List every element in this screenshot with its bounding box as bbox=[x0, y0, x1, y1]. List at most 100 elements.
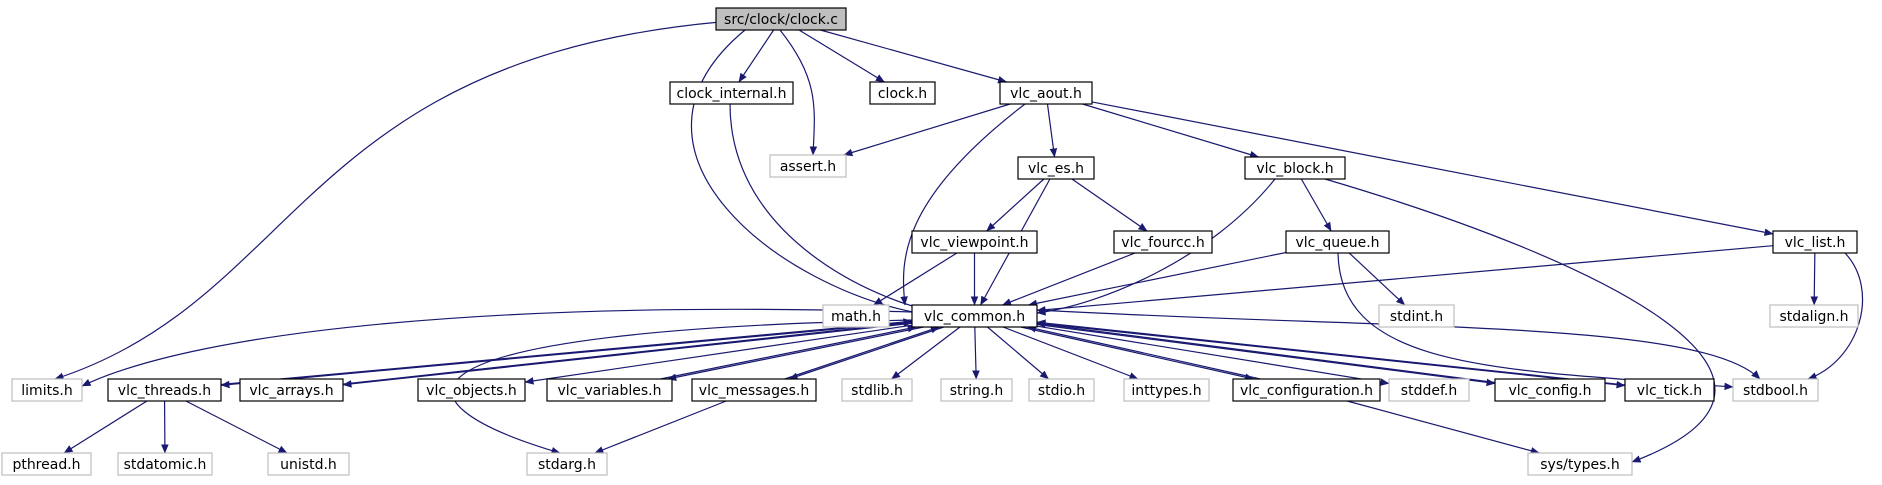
node-label-pthread-h: pthread.h bbox=[12, 457, 80, 473]
node-box-stddef-h bbox=[1388, 378, 1470, 402]
edge-clock-c-to-assert-h bbox=[779, 29, 818, 156]
node-stdarg-h: stdarg.h bbox=[526, 452, 608, 476]
node-vlc-common-h[interactable]: vlc_common.h bbox=[911, 304, 1038, 328]
edge-vlc-configuration-h-to-sys-types-h bbox=[1347, 400, 1540, 455]
node-label-stddef-h: stddef.h bbox=[1401, 383, 1457, 399]
edge-vlc-aout-h-to-vlc-common-h bbox=[900, 103, 1026, 306]
node-box-stdlib-h bbox=[841, 378, 913, 402]
node-assert-h: assert.h bbox=[769, 154, 847, 178]
node-box-vlc-common-h bbox=[911, 304, 1038, 328]
edge-vlc-common-h-to-vlc-threads-h bbox=[220, 321, 913, 389]
edge-vlc-aout-h-to-vlc-es-h bbox=[1046, 103, 1058, 158]
node-vlc-messages-h[interactable]: vlc_messages.h bbox=[691, 378, 817, 402]
edge-vlc-common-h-to-vlc-configuration-h bbox=[1020, 326, 1255, 381]
node-box-vlc-arrays-h bbox=[239, 378, 344, 402]
node-clock-internal-h[interactable]: clock_internal.h bbox=[669, 81, 794, 105]
edge-vlc-common-h-to-stddef-h bbox=[1036, 325, 1390, 386]
edge-vlc-common-h-to-stdbool-h bbox=[1036, 309, 1761, 380]
edge-vlc-common-h-to-limits-h bbox=[81, 308, 913, 387]
node-box-vlc-aout-h bbox=[999, 81, 1093, 105]
node-label-vlc-fourcc-h: vlc_fourcc.h bbox=[1121, 235, 1204, 251]
node-label-vlc-block-h: vlc_block.h bbox=[1256, 161, 1333, 177]
node-label-vlc-configuration-h: vlc_configuration.h bbox=[1240, 383, 1373, 399]
edge-vlc-block-h-to-vlc-queue-h bbox=[1300, 178, 1332, 232]
node-vlc-tick-h[interactable]: vlc_tick.h bbox=[1624, 378, 1715, 402]
node-box-vlc-objects-h bbox=[417, 378, 526, 402]
node-vlc-aout-h[interactable]: vlc_aout.h bbox=[999, 81, 1093, 105]
node-label-vlc-objects-h: vlc_objects.h bbox=[426, 383, 517, 399]
edge-vlc-threads-h-to-pthread-h bbox=[63, 400, 148, 454]
edge-vlc-aout-h-to-vlc-list-h bbox=[1091, 101, 1774, 236]
node-box-limits-h bbox=[11, 378, 83, 402]
node-vlc-block-h[interactable]: vlc_block.h bbox=[1244, 156, 1346, 180]
edge-vlc-arrays-h-to-vlc-common-h bbox=[342, 319, 913, 385]
node-vlc-viewpoint-h[interactable]: vlc_viewpoint.h bbox=[911, 230, 1038, 254]
node-label-vlc-queue-h: vlc_queue.h bbox=[1295, 235, 1379, 251]
node-label-clock-internal-h: clock_internal.h bbox=[677, 86, 787, 102]
node-box-vlc-list-h bbox=[1772, 230, 1858, 254]
node-box-vlc-threads-h bbox=[107, 378, 222, 402]
node-box-assert-h bbox=[769, 154, 847, 178]
edge-vlc-list-h-to-stdbool-h bbox=[1807, 252, 1864, 380]
edge-clock-c-to-vlc-aout-h bbox=[820, 29, 1008, 84]
node-box-vlc-config-h bbox=[1494, 378, 1606, 402]
node-vlc-threads-h[interactable]: vlc_threads.h bbox=[107, 378, 222, 402]
node-label-vlc-list-h: vlc_list.h bbox=[1785, 235, 1846, 251]
node-box-unistd-h bbox=[267, 452, 350, 476]
node-label-limits-h: limits.h bbox=[21, 383, 72, 399]
node-vlc-arrays-h[interactable]: vlc_arrays.h bbox=[239, 378, 344, 402]
edge-vlc-common-h-to-stdio-h bbox=[987, 326, 1049, 380]
node-stdatomic-h: stdatomic.h bbox=[117, 452, 213, 476]
edge-vlc-variables-h-to-vlc-common-h bbox=[660, 324, 917, 380]
node-limits-h: limits.h bbox=[11, 378, 83, 402]
node-label-stdalign-h: stdalign.h bbox=[1779, 309, 1848, 325]
edge-clock-c-to-clock-h bbox=[798, 29, 885, 83]
node-label-clock-h: clock.h bbox=[878, 86, 927, 102]
header-nodes: src/clock/clock.c clock_internal.h assert.… bbox=[1, 7, 1859, 476]
node-box-clock-c bbox=[715, 7, 847, 31]
node-label-vlc-messages-h: vlc_messages.h bbox=[699, 383, 809, 399]
node-box-stdint-h bbox=[1378, 304, 1455, 328]
edge-vlc-threads-h-to-unistd-h bbox=[185, 400, 288, 454]
node-vlc-objects-h[interactable]: vlc_objects.h bbox=[417, 378, 526, 402]
edge-vlc-viewpoint-h-to-math-h bbox=[873, 252, 958, 306]
node-string-h: string.h bbox=[940, 378, 1013, 402]
node-label-stdbool-h: stdbool.h bbox=[1743, 383, 1808, 399]
edge-vlc-common-h-to-string-h bbox=[972, 326, 980, 380]
node-box-clock-h bbox=[869, 81, 936, 105]
node-stdlib-h: stdlib.h bbox=[841, 378, 913, 402]
node-vlc-es-h[interactable]: vlc_es.h bbox=[1017, 156, 1095, 180]
node-box-string-h bbox=[940, 378, 1013, 402]
edge-vlc-aout-h-to-assert-h bbox=[843, 103, 1011, 157]
node-label-vlc-common-h: vlc_common.h bbox=[924, 309, 1025, 325]
edge-vlc-aout-h-to-vlc-block-h bbox=[1082, 103, 1259, 159]
node-vlc-variables-h[interactable]: vlc_variables.h bbox=[546, 378, 673, 402]
edge-vlc-common-h-to-vlc-messages-h bbox=[788, 326, 944, 380]
edge-vlc-common-h-to-vlc-objects-h bbox=[524, 324, 913, 385]
edge-vlc-messages-h-to-vlc-common-h bbox=[784, 326, 940, 380]
node-label-vlc-viewpoint-h: vlc_viewpoint.h bbox=[920, 235, 1028, 251]
node-label-vlc-config-h: vlc_config.h bbox=[1508, 383, 1591, 399]
node-stdalign-h: stdalign.h bbox=[1769, 304, 1859, 328]
node-vlc-list-h[interactable]: vlc_list.h bbox=[1772, 230, 1858, 254]
node-label-stdatomic-h: stdatomic.h bbox=[124, 457, 207, 473]
node-label-sys-types-h: sys/types.h bbox=[1540, 457, 1619, 473]
node-vlc-config-h[interactable]: vlc_config.h bbox=[1494, 378, 1606, 402]
node-vlc-configuration-h[interactable]: vlc_configuration.h bbox=[1232, 378, 1381, 402]
node-clock-c[interactable]: src/clock/clock.c bbox=[715, 7, 847, 31]
node-label-vlc-tick-h: vlc_tick.h bbox=[1637, 383, 1702, 399]
edge-vlc-block-h-to-sys-types-h bbox=[1324, 178, 1716, 463]
edge-clock-c-to-limits-h bbox=[54, 21, 721, 380]
node-stdio-h: stdio.h bbox=[1028, 378, 1095, 402]
edge-vlc-list-h-to-vlc-common-h bbox=[1036, 245, 1774, 314]
node-vlc-fourcc-h[interactable]: vlc_fourcc.h bbox=[1113, 230, 1213, 254]
node-clock-h[interactable]: clock.h bbox=[869, 81, 936, 105]
node-vlc-queue-h[interactable]: vlc_queue.h bbox=[1285, 230, 1390, 254]
node-label-assert-h: assert.h bbox=[780, 159, 836, 175]
node-stdbool-h: stdbool.h bbox=[1732, 378, 1819, 402]
node-stdint-h: stdint.h bbox=[1378, 304, 1455, 328]
node-box-vlc-messages-h bbox=[691, 378, 817, 402]
node-box-stdalign-h bbox=[1769, 304, 1859, 328]
edge-vlc-fourcc-h-to-vlc-common-h bbox=[1002, 252, 1136, 306]
node-box-sys-types-h bbox=[1527, 452, 1633, 476]
